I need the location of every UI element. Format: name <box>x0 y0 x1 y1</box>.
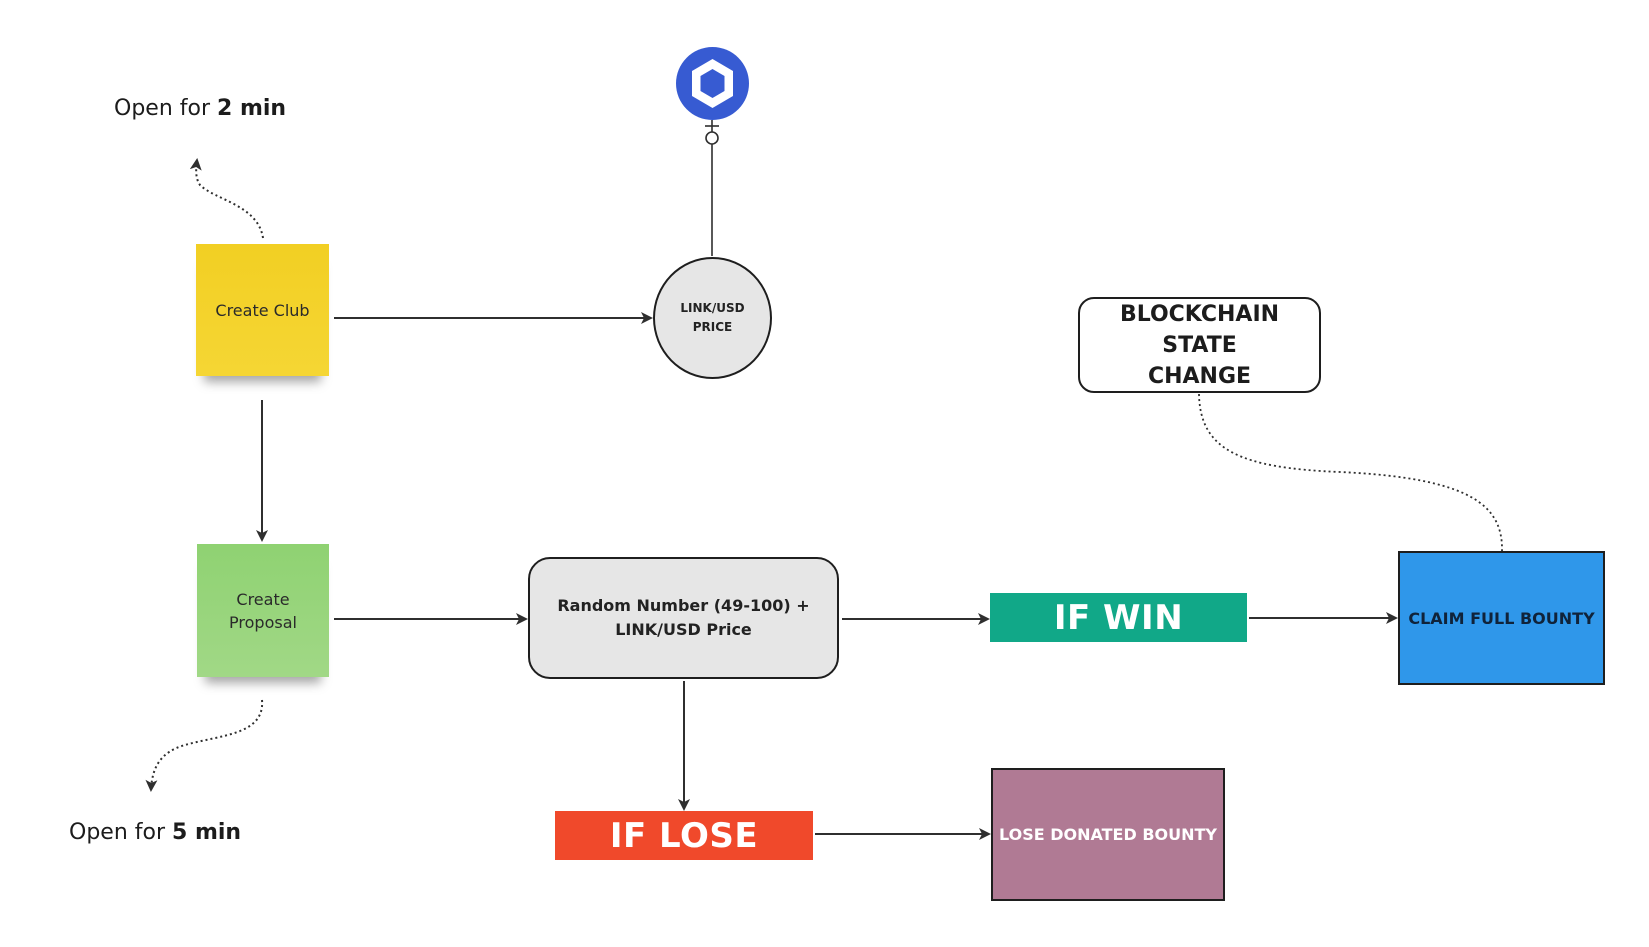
sticky-label-line2: Proposal <box>229 612 297 632</box>
node-label-line2: CHANGE <box>1147 363 1252 389</box>
sticky-create-club[interactable]: Create Club <box>196 244 329 376</box>
node-label-line2: LINK/USD Price <box>615 620 752 639</box>
sticky-create-proposal[interactable]: Create Proposal <box>197 544 329 677</box>
if-lose-banner[interactable]: IF LOSE <box>555 811 813 860</box>
sticky-label-line1: Create <box>236 589 290 609</box>
er-zero-mark <box>705 131 719 145</box>
random-number-node[interactable]: Random Number (49-100) + LINK/USD Price <box>528 557 839 679</box>
node-label-line1: Random Number (49-100) + <box>557 596 810 615</box>
if-win-banner[interactable]: IF WIN <box>990 593 1247 642</box>
edge-claim-to-state <box>1198 393 1503 552</box>
node-label-line1: LINK/USD <box>680 301 745 315</box>
hexagon-glyph <box>692 59 733 108</box>
node-label-line1: BLOCKCHAIN STATE <box>1119 301 1280 358</box>
lose-donated-bounty-node[interactable]: LOSE DONATED BOUNTY <box>991 768 1225 901</box>
edge-proposal-to-note <box>145 699 264 792</box>
chainlink-hexagon-icon[interactable] <box>676 47 749 120</box>
node-label: LOSE DONATED BOUNTY <box>998 825 1218 844</box>
note-duration: 5 min <box>172 820 242 845</box>
sticky-label: Create Club <box>215 300 310 320</box>
note-prefix: Open for <box>114 96 217 121</box>
note-duration: 2 min <box>217 96 287 121</box>
note-prefix: Open for <box>69 820 172 845</box>
note-open-5-min: Open for 5 min <box>69 820 241 845</box>
node-label: CLAIM FULL BOUNTY <box>1408 608 1595 628</box>
link-usd-price-node[interactable]: LINK/USD PRICE <box>653 257 772 379</box>
blockchain-state-change-node[interactable]: BLOCKCHAIN STATE CHANGE <box>1078 297 1321 393</box>
banner-label: IF WIN <box>1053 597 1184 638</box>
claim-full-bounty-node[interactable]: CLAIM FULL BOUNTY <box>1398 551 1605 685</box>
banner-label: IF LOSE <box>609 815 759 856</box>
note-open-2-min: Open for 2 min <box>114 96 286 121</box>
edge-club-to-note <box>189 158 264 239</box>
node-label-line2: PRICE <box>692 320 733 334</box>
